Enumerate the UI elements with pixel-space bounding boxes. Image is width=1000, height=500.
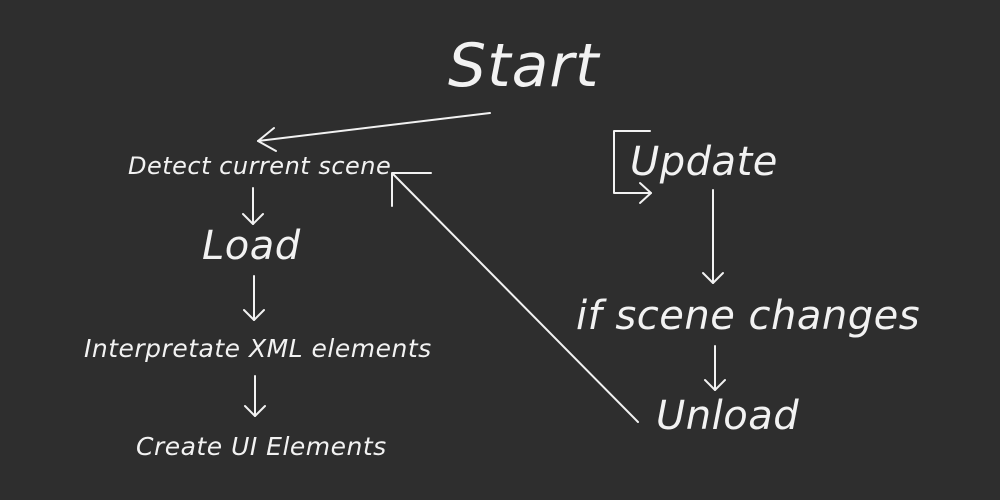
arrow-ifscene-to-unload — [704, 345, 726, 391]
arrow-update-loop — [613, 130, 652, 204]
arrow-detect-to-load — [242, 187, 264, 225]
arrow-update-to-ifscene — [702, 189, 724, 284]
node-detect-current-scene: Detect current scene — [128, 152, 392, 180]
node-if-scene-changes: if scene changes — [576, 293, 921, 339]
node-create-ui-elements: Create UI Elements — [136, 432, 387, 461]
arrow-load-to-interpret — [243, 275, 265, 321]
arrow-start-to-detect — [257, 112, 491, 152]
node-interpretate-xml-elements: Interpretate XML elements — [84, 334, 432, 363]
arrow-interpret-to-create — [244, 375, 266, 417]
node-start: Start — [448, 31, 600, 101]
node-unload: Unload — [656, 393, 800, 439]
node-update: Update — [630, 139, 778, 185]
arrow-unload-to-detect — [391, 172, 639, 423]
node-load: Load — [202, 223, 301, 269]
